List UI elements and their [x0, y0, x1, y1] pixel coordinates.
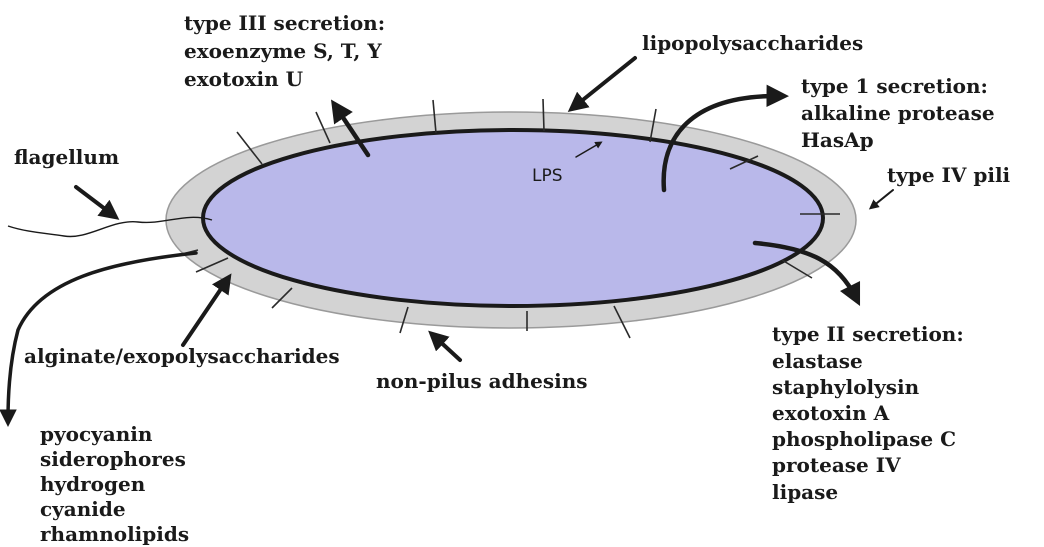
- type3-label: type III secretion: exoenzyme S, T, Y ex…: [184, 11, 392, 91]
- type4-pili-label: type IV pili: [887, 163, 1011, 187]
- flagellum-label: flagellum: [14, 145, 119, 169]
- type2-line7: lipase: [772, 480, 838, 504]
- arrow-adhesins: [434, 336, 460, 360]
- type1-label: type 1 secretion: alkaline protease HasA…: [801, 74, 1002, 152]
- type3-line2: exoenzyme S, T, Y: [184, 39, 382, 63]
- type2-line4: exotoxin A: [772, 401, 890, 425]
- secreted-line2: siderophores: [40, 447, 186, 471]
- arrow-type4: [872, 190, 893, 207]
- alginate-label: alginate/exopolysaccharides: [24, 344, 340, 368]
- secreted-line4: cyanide: [40, 497, 126, 521]
- type1-line3: HasAp: [801, 128, 874, 152]
- secreted-factors-label: pyocyanin siderophores hydrogen cyanide …: [40, 422, 193, 546]
- type2-line5: phospholipase C: [772, 427, 956, 451]
- type2-line2: elastase: [772, 349, 863, 373]
- arrow-lipopolysaccharides: [574, 58, 635, 107]
- type2-line1: type II secretion:: [772, 322, 964, 346]
- type2-line6: protease IV: [772, 453, 901, 477]
- type2-label: type II secretion: elastase staphylolysi…: [772, 322, 971, 504]
- arrow-secreted: [8, 253, 196, 420]
- type3-line3: exotoxin U: [184, 67, 303, 91]
- adhesins-label: non-pilus adhesins: [376, 369, 588, 393]
- type2-line3: staphylolysin: [772, 375, 920, 399]
- type1-line2: alkaline protease: [801, 101, 995, 125]
- arrow-alginate: [183, 280, 227, 345]
- secreted-line5: rhamnolipids: [40, 522, 189, 546]
- lipopolysaccharides-label: lipopolysaccharides: [642, 31, 863, 55]
- secreted-line1: pyocyanin: [40, 422, 153, 446]
- type3-line1: type III secretion:: [184, 11, 385, 35]
- type1-line1: type 1 secretion:: [801, 74, 988, 98]
- arrow-flagellum: [76, 187, 113, 215]
- secreted-line3: hydrogen: [40, 472, 146, 496]
- lps-label: LPS: [532, 166, 563, 186]
- cytoplasm: [203, 130, 823, 306]
